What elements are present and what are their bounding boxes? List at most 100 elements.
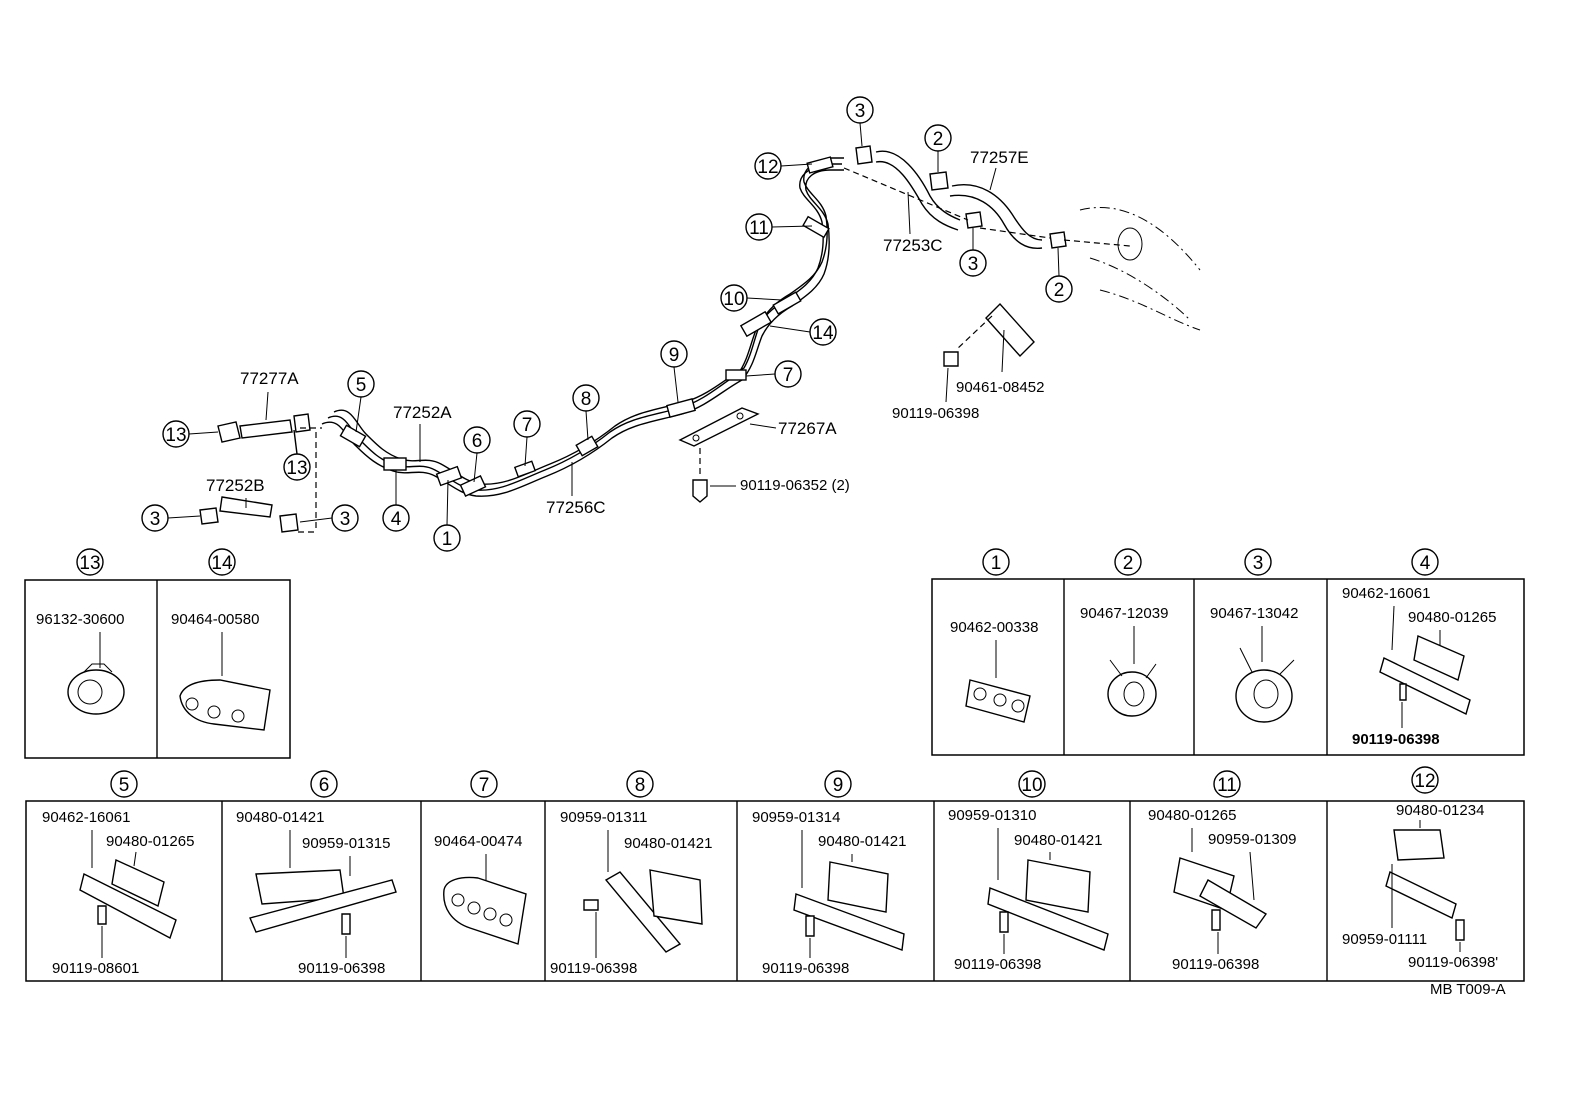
part-90119-06398-f: 90119-06398 — [1172, 956, 1259, 973]
label-77252A: 77252A — [393, 403, 452, 422]
part-90464-00474: 90464-00474 — [434, 833, 522, 850]
detail-14: 14 90464-00580 — [171, 548, 271, 731]
part-90119-08601: 90119-08601 — [52, 960, 139, 977]
part-90480-01421-c: 90480-01421 — [818, 833, 906, 850]
svg-text:1: 1 — [991, 553, 1002, 574]
part-90480-01265-a: 90480-01265 — [1408, 609, 1496, 626]
detail-10: 10 90959-01310 90480-01421 90119-06398 — [948, 770, 1109, 973]
label-77253C: 77253C — [883, 236, 943, 255]
label-77277A: 77277A — [240, 369, 299, 388]
part-90119-06398-d: 90119-06398 — [762, 960, 849, 977]
part-90480-01421-d: 90480-01421 — [1014, 832, 1102, 849]
part-96132-30600: 96132-30600 — [36, 611, 124, 628]
svg-text:14: 14 — [211, 553, 233, 574]
svg-text:13: 13 — [286, 458, 307, 479]
callout-12-main: 12 — [754, 152, 813, 180]
svg-text:5: 5 — [356, 375, 367, 396]
part-90467-12039: 90467-12039 — [1080, 605, 1168, 622]
svg-text:3: 3 — [855, 101, 866, 122]
detail-12: 12 90480-01234 90959-01111 90119-06398' — [1342, 766, 1498, 971]
part-90480-01234: 90480-01234 — [1396, 802, 1484, 819]
detail-9: 9 90959-01314 90480-01421 90119-06398 — [752, 770, 906, 977]
part-90480-01265-b: 90480-01265 — [106, 833, 194, 850]
svg-text:14: 14 — [812, 323, 834, 344]
callout-4-main: 4 — [382, 470, 410, 532]
svg-text:3: 3 — [340, 509, 351, 530]
left-hose-group — [199, 413, 322, 533]
svg-text:11: 11 — [1217, 775, 1237, 796]
label-90119-06352: 90119-06352 (2) — [740, 477, 850, 494]
callout-3-main-mid: 3 — [959, 228, 987, 277]
detail-13: 13 96132-30600 — [36, 548, 125, 715]
callout-13-main-right: 13 — [283, 453, 311, 481]
svg-text:8: 8 — [635, 775, 646, 796]
label-77252B: 77252B — [206, 476, 265, 495]
callout-7-main-b: 7 — [745, 360, 802, 388]
svg-text:1: 1 — [442, 529, 453, 550]
brake-tube-assembly — [321, 156, 844, 503]
detail-8: 8 90959-01311 90480-01421 90119-06398 — [550, 770, 712, 977]
svg-text:11: 11 — [749, 218, 769, 239]
detail-3: 3 90467-13042 — [1210, 548, 1298, 723]
svg-text:10: 10 — [723, 289, 744, 310]
svg-text:13: 13 — [79, 553, 100, 574]
detail-group-13-14: 13 96132-30600 14 90464-00580 — [24, 548, 291, 759]
callout-8-main: 8 — [572, 384, 600, 441]
detail-group-1-4: 1 90462-00338 2 90467-12039 3 90467-1304… — [931, 548, 1525, 756]
svg-text:5: 5 — [119, 775, 130, 796]
svg-text:8: 8 — [581, 389, 592, 410]
detail-5: 5 90462-16061 90480-01265 90119-08601 — [42, 770, 194, 977]
part-90119-06398-c: 90119-06398 — [550, 960, 637, 977]
main-labels: 77277A 77252A 77252B 77256C 77267A 77253… — [206, 148, 1044, 517]
part-90119-06398-a: 90119-06398 — [1352, 731, 1440, 748]
callout-3-main-right: 3 — [299, 504, 359, 532]
detail-group-5-12: 5 90462-16061 90480-01265 90119-08601 6 … — [25, 766, 1525, 982]
svg-text:12: 12 — [757, 157, 778, 178]
part-90462-16061-a: 90462-16061 — [1342, 585, 1430, 602]
label-77256C: 77256C — [546, 498, 606, 517]
detail-7: 7 90464-00474 — [434, 770, 527, 945]
part-90462-16061-b: 90462-16061 — [42, 809, 130, 826]
svg-text:4: 4 — [391, 509, 402, 530]
svg-text:7: 7 — [522, 415, 533, 436]
detail-2: 2 90467-12039 — [1080, 548, 1168, 717]
label-77257E: 77257E — [970, 148, 1029, 167]
part-90959-01310: 90959-01310 — [948, 807, 1036, 824]
callout-6-main: 6 — [463, 426, 491, 483]
callout-9-main: 9 — [660, 340, 688, 403]
callout-7-main-a: 7 — [513, 410, 541, 467]
svg-text:2: 2 — [1054, 280, 1065, 301]
main-callouts: 5 6 7 8 9 7 14 10 11 12 3 2 3 2 13 13 3 … — [141, 96, 1073, 552]
callout-3-main-top: 3 — [846, 96, 874, 147]
svg-text:9: 9 — [669, 345, 680, 366]
svg-text:12: 12 — [1414, 771, 1435, 792]
detail-1: 1 90462-00338 — [950, 548, 1038, 723]
part-90959-01315: 90959-01315 — [302, 835, 390, 852]
right-hose-group — [843, 145, 1201, 367]
label-90461-08452: 90461-08452 — [956, 379, 1044, 396]
part-90119-06398-g: 90119-06398' — [1408, 954, 1498, 971]
svg-text:2: 2 — [1123, 553, 1134, 574]
svg-text:7: 7 — [783, 365, 794, 386]
callout-2-main-top: 2 — [924, 124, 952, 172]
svg-text:7: 7 — [479, 775, 490, 796]
detail-6: 6 90480-01421 90959-01315 90119-06398 — [236, 770, 397, 977]
part-90480-01421-a: 90480-01421 — [236, 809, 324, 826]
svg-text:4: 4 — [1420, 553, 1431, 574]
callout-5-main: 5 — [347, 370, 375, 433]
label-77267A: 77267A — [778, 419, 837, 438]
callout-13-main-left: 13 — [162, 420, 219, 448]
svg-text:6: 6 — [472, 431, 483, 452]
part-90959-01309: 90959-01309 — [1208, 831, 1296, 848]
part-90959-01311: 90959-01311 — [560, 809, 647, 826]
callout-3-main-left: 3 — [141, 504, 201, 532]
callout-11-main: 11 — [745, 213, 813, 241]
part-90959-01314: 90959-01314 — [752, 809, 840, 826]
part-90464-00580: 90464-00580 — [171, 611, 259, 628]
part-90467-13042: 90467-13042 — [1210, 605, 1298, 622]
part-90119-06398-e: 90119-06398 — [954, 956, 1041, 973]
detail-11: 11 90480-01265 90959-01309 90119-06398 — [1148, 770, 1296, 973]
callout-10-main: 10 — [720, 284, 783, 312]
part-90480-01421-b: 90480-01421 — [624, 835, 712, 852]
